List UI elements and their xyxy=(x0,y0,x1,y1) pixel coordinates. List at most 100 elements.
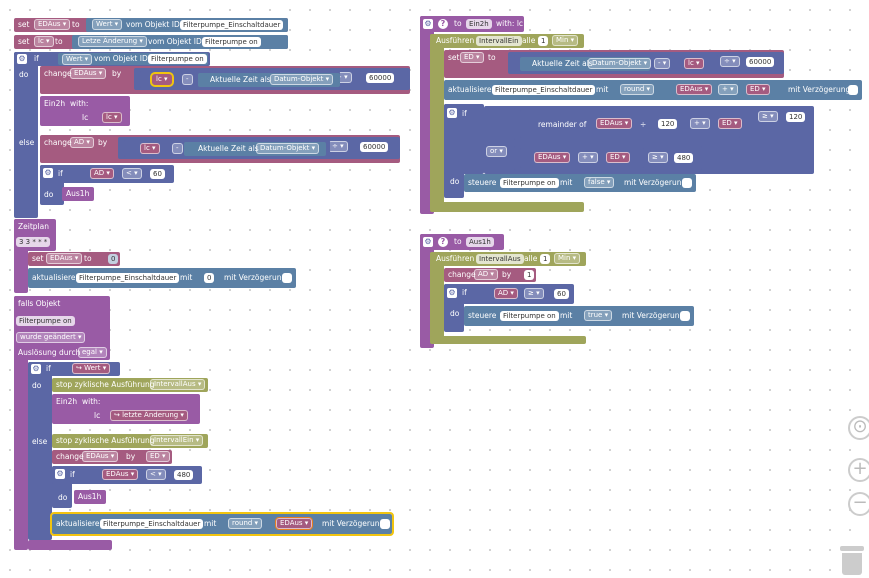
help-icon[interactable]: ? xyxy=(438,237,448,247)
if-else-block[interactable] xyxy=(14,52,38,218)
if-header[interactable]: ⚙ if AD ▾ < ▾ 60 xyxy=(40,165,174,183)
var-dropdown[interactable]: EDAus ▾ xyxy=(534,152,571,163)
call-aus1h-block[interactable]: Aus1h xyxy=(74,490,106,504)
var-dropdown[interactable]: EDAus ▾ xyxy=(596,118,633,129)
object-id-field[interactable]: Filterpumpe_Einschaltdauer xyxy=(180,20,284,30)
interval-name-field[interactable]: IntervallAus xyxy=(476,254,524,264)
op-dropdown[interactable]: - xyxy=(172,143,183,154)
number-field[interactable]: 60000 xyxy=(746,57,775,67)
call-ein2h-block[interactable]: Ein2h with: lc ↪ letzte Änderung ▾ xyxy=(52,394,200,424)
gear-icon[interactable]: ⚙ xyxy=(447,288,457,298)
object-id-field[interactable]: Filterpumpe_Einschaltdauer xyxy=(100,519,204,529)
value-dropdown[interactable]: ↪ Wert ▾ xyxy=(72,363,111,374)
var-dropdown[interactable]: EDAus ▾ xyxy=(70,68,107,79)
number-field[interactable]: 120 xyxy=(786,112,806,122)
gear-icon[interactable]: ⚙ xyxy=(447,108,457,118)
interval-header[interactable]: Ausführen IntervallEin alle 1 Min ▾ xyxy=(430,34,584,48)
trigger-dropdown[interactable]: egal ▾ xyxy=(78,347,107,358)
var-dropdown[interactable]: EDAus ▾ xyxy=(34,19,71,30)
interval-name-field[interactable]: IntervallEin xyxy=(476,36,522,46)
bool-dropdown[interactable]: false ▾ xyxy=(584,177,615,188)
delay-checkbox[interactable] xyxy=(848,85,858,95)
number-field[interactable]: 480 xyxy=(174,470,194,480)
get-value-block[interactable]: Wert ▾ vom Objekt ID Filterpumpe_Einscha… xyxy=(86,18,288,32)
number-field[interactable]: 60 xyxy=(150,169,165,179)
gear-icon[interactable]: ⚙ xyxy=(43,168,53,178)
update-block[interactable]: aktualisiere Filterpumpe_Einschaltdauer … xyxy=(444,80,862,100)
unit-dropdown[interactable]: Min ▾ xyxy=(554,253,581,264)
number-field[interactable]: 0 xyxy=(108,254,119,264)
func-header[interactable]: ⚙ ? to Aus1h xyxy=(420,234,504,250)
update-block[interactable]: aktualisiere Filterpumpe_Einschaltdauer … xyxy=(50,512,394,536)
number-field[interactable]: 60 xyxy=(554,289,569,299)
lastchange-dropdown[interactable]: ↪ letzte Änderung ▾ xyxy=(110,410,188,421)
number-field[interactable]: 1 xyxy=(538,36,549,46)
change-ad-block[interactable]: change AD ▾ by 1 xyxy=(444,268,536,282)
or-dropdown[interactable]: or ▾ xyxy=(486,146,507,157)
number-field[interactable]: 60000 xyxy=(366,73,395,83)
trash-icon[interactable] xyxy=(838,546,866,576)
condition-dropdown[interactable]: wurde geändert ▾ xyxy=(16,332,86,343)
var-dropdown[interactable]: AD ▾ xyxy=(90,168,114,179)
attr-dropdown[interactable]: Wert ▾ xyxy=(92,19,123,30)
delay-checkbox[interactable] xyxy=(682,178,692,188)
gear-icon[interactable]: ⚙ xyxy=(423,237,433,247)
if-wert-block[interactable] xyxy=(28,362,52,540)
op-dropdown[interactable]: ≥ ▾ xyxy=(648,152,668,163)
bool-dropdown[interactable]: true ▾ xyxy=(584,310,613,321)
var-dropdown[interactable]: EDAus ▾ xyxy=(46,253,83,264)
cron-field[interactable]: 3 3 * * * xyxy=(16,237,51,247)
if-header[interactable]: ⚙ if ↪ Wert ▾ xyxy=(28,362,120,376)
var-dropdown[interactable]: ED ▾ xyxy=(746,84,770,95)
op-dropdown[interactable]: + ▾ xyxy=(690,118,710,129)
op-dropdown[interactable]: ÷ ▾ xyxy=(720,56,740,67)
call-aus1h-block[interactable]: Aus1h xyxy=(62,187,94,201)
format-dropdown[interactable]: Datum-Objekt ▾ xyxy=(588,58,652,69)
op-dropdown[interactable]: < ▾ xyxy=(146,469,166,480)
var-dropdown[interactable]: ED ▾ xyxy=(606,152,630,163)
op-dropdown[interactable]: < ▾ xyxy=(122,168,142,179)
object-id-field[interactable]: Filterpumpe on xyxy=(500,311,559,321)
zoom-in-icon[interactable]: + xyxy=(848,458,869,482)
current-time-block[interactable]: Aktuelle Zeit als Datum-Objekt ▾ xyxy=(184,142,326,156)
format-dropdown[interactable]: Datum-Objekt ▾ xyxy=(270,74,334,85)
number-field[interactable]: 480 xyxy=(674,153,694,163)
op-dropdown[interactable]: + ▾ xyxy=(718,84,738,95)
op-dropdown[interactable]: + ▾ xyxy=(578,152,598,163)
var-dropdown[interactable]: ED ▾ xyxy=(146,451,170,462)
steuere-block[interactable]: steuere Filterpumpe on mit true ▾ mit Ve… xyxy=(464,306,694,326)
op-dropdown[interactable]: ÷ ▾ xyxy=(328,141,348,152)
interval-header[interactable]: Ausführen IntervallAus alle 1 Min ▾ xyxy=(430,252,586,266)
set-edaus-zero[interactable]: set EDAus ▾ to 0 xyxy=(28,252,120,266)
var-dropdown[interactable]: lc ▾ xyxy=(34,36,54,47)
var-dropdown[interactable]: EDAus ▾ xyxy=(274,517,314,530)
var-dropdown[interactable]: EDAus ▾ xyxy=(676,84,713,95)
interval-block[interactable] xyxy=(430,252,444,342)
object-id-field[interactable]: Filterpumpe on xyxy=(202,37,261,47)
delay-checkbox[interactable] xyxy=(282,273,292,283)
var-dropdown[interactable]: AD ▾ xyxy=(474,269,498,280)
attr-dropdown[interactable]: Letze Änderung ▾ xyxy=(78,36,147,47)
current-time-block[interactable]: Aktuelle Zeit als Datum-Objekt ▾ xyxy=(520,57,652,71)
steuere-block[interactable]: steuere Filterpumpe on mit false ▾ mit V… xyxy=(464,174,696,192)
round-dropdown[interactable]: round ▾ xyxy=(228,518,263,529)
object-id-field[interactable]: Filterpumpe_Einschaltdauer xyxy=(76,273,180,283)
unit-dropdown[interactable]: Min ▾ xyxy=(552,35,579,46)
op-dropdown[interactable]: - ▾ xyxy=(654,58,671,69)
current-time-block[interactable]: Aktuelle Zeit als Datum-Objekt ▾ xyxy=(198,73,340,87)
object-id-field[interactable]: Filterpumpe on xyxy=(16,316,75,326)
plus-block[interactable]: EDAus ▾ + ▾ ED ▾ xyxy=(520,148,644,168)
var-dropdown[interactable]: AD ▾ xyxy=(494,288,518,299)
object-id-field[interactable]: Filterpumpe_Einschaltdauer xyxy=(492,85,596,95)
if-header[interactable]: ⚙ if EDAus ▾ < ▾ 480 xyxy=(52,466,202,484)
var-dropdown[interactable]: AD ▾ xyxy=(70,137,94,148)
change-edaus-block[interactable]: change EDAus ▾ by ED ▾ xyxy=(52,450,172,464)
help-icon[interactable]: ? xyxy=(438,19,448,29)
get-lastchange-block[interactable]: Letze Änderung ▾ vom Objekt ID Filterpum… xyxy=(72,35,288,49)
number-field[interactable]: 1 xyxy=(540,254,551,264)
lc-var[interactable]: lc ▾ xyxy=(684,58,704,69)
object-id-field[interactable]: Filterpumpe on xyxy=(148,54,207,64)
delay-checkbox[interactable] xyxy=(380,519,390,529)
gear-icon[interactable]: ⚙ xyxy=(31,364,41,374)
call-ein2h-block[interactable]: Ein2h with: lc lc ▾ xyxy=(40,96,130,126)
